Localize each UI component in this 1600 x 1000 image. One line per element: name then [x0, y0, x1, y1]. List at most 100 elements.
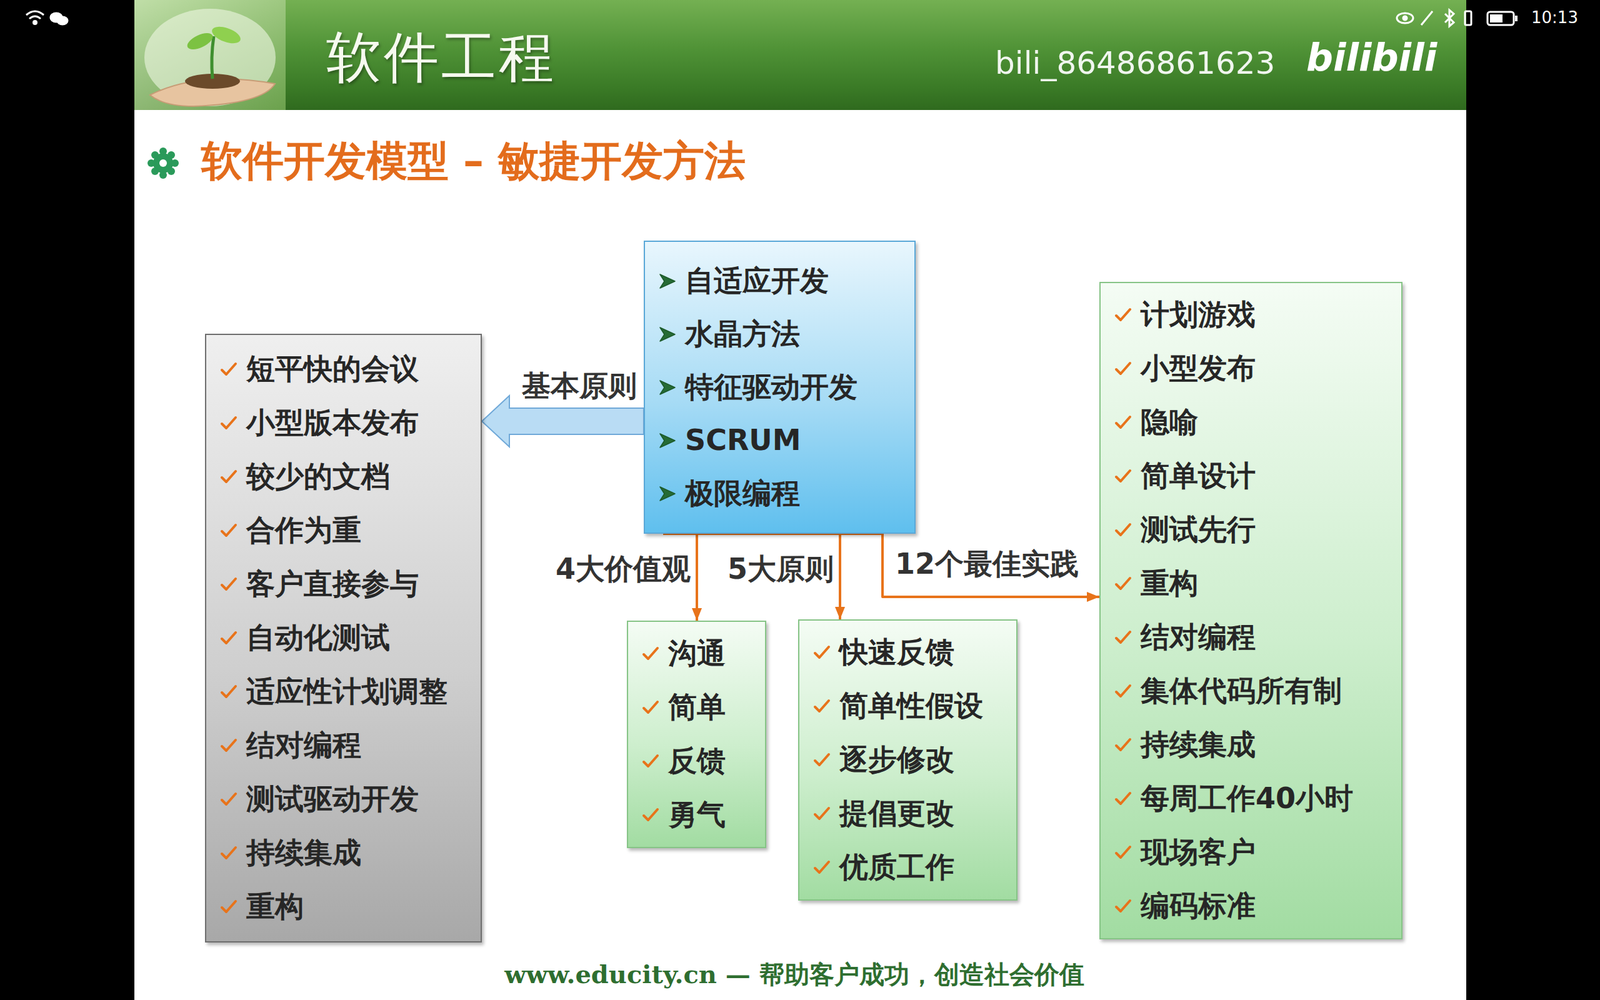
gear-bullet: [147, 147, 179, 179]
arrow-bullet: [658, 273, 677, 290]
check-mark-shape: [221, 632, 236, 644]
check-mark: [220, 522, 238, 539]
bluetooth-icon: [1445, 10, 1454, 27]
check-mark: [1114, 790, 1132, 807]
item-text: 水晶方法: [685, 316, 800, 352]
leaf: [185, 30, 215, 54]
list-item: 隐喻: [1114, 395, 1392, 450]
check-mark: [641, 645, 660, 662]
list-item: 小型版本发布: [220, 396, 471, 450]
vibrate-icon: [1465, 11, 1472, 25]
arrow-bullet-shape: [660, 327, 675, 342]
practice-box: 计划游戏小型发布隐喻简单设计测试先行重构结对编程集体代码所有制持续集成每周工作4…: [1099, 281, 1403, 940]
check-mark: [1114, 575, 1132, 592]
gear-tooth: [147, 159, 155, 167]
plant-photo: [134, 0, 286, 110]
item-text: 快速反馈: [839, 635, 955, 670]
list-item: 持续集成: [220, 826, 471, 880]
item-text: 结对编程: [246, 728, 362, 763]
slide-footer: www.educity.cn — 帮助客户成功，创造社会价值: [504, 959, 1085, 989]
arrow-bullet: [658, 485, 677, 502]
status-clock: 10:13: [1531, 8, 1579, 27]
item-text: 提倡更改: [839, 796, 955, 831]
check-mark-shape: [221, 417, 236, 429]
check-mark-shape: [1116, 739, 1130, 750]
item-text: 短平快的会议: [246, 351, 419, 387]
connector-line: [695, 533, 699, 621]
check-mark: [1114, 844, 1132, 861]
list-item: 每周工作40小时: [1114, 771, 1392, 826]
check-mark-shape: [815, 646, 829, 658]
check-mark-shape: [815, 808, 829, 819]
item-text: 逐步修改: [839, 742, 955, 777]
battery-level: [1490, 14, 1503, 23]
check-mark: [220, 737, 238, 754]
check-mark: [220, 468, 238, 485]
check-mark-shape: [1116, 524, 1130, 535]
check-mark: [220, 630, 238, 647]
list-item: 合作为重: [220, 503, 471, 558]
check-mark: [220, 576, 238, 593]
edge-label-wrap: 4大价值观: [555, 551, 691, 587]
gear-tooth: [159, 147, 167, 155]
item-text: 计划游戏: [1140, 297, 1256, 332]
item-text: 反馈: [668, 743, 726, 779]
check-mark: [813, 859, 831, 876]
check-mark: [813, 644, 831, 661]
item-text: 小型发布: [1140, 351, 1256, 386]
check-mark: [1114, 736, 1132, 754]
check-mark: [1114, 629, 1132, 646]
item-text: 集体代码所有制: [1140, 673, 1342, 709]
connector-line: [663, 533, 1100, 597]
gear-tooth: [151, 167, 159, 175]
check-mark-shape: [643, 701, 658, 713]
edge-label-wrap: 5大原则: [727, 551, 834, 587]
edge-label: 基本原则: [521, 368, 637, 403]
item-text: 优质工作: [839, 850, 955, 885]
principle-box: 快速反馈简单性假设逐步修改提倡更改优质工作: [798, 619, 1018, 901]
photo-ground: [134, 0, 286, 110]
item-text: 重构: [1140, 566, 1199, 601]
check-mark: [220, 791, 238, 808]
check-mark: [813, 698, 831, 715]
check-mark: [1114, 468, 1132, 485]
wifi-icon: [26, 11, 44, 15]
list-item: 重构: [220, 880, 471, 934]
status-icons-left: [26, 11, 68, 25]
gear-tooth: [171, 159, 179, 167]
item-text: 现场客户: [1140, 835, 1256, 870]
check-mark: [1114, 683, 1132, 700]
leaf: [210, 23, 244, 47]
slide-title: 软件工程: [326, 25, 557, 90]
photo-glow: [144, 8, 276, 107]
arrow-bullet-shape: [660, 486, 675, 501]
check-mark-shape: [1116, 578, 1130, 589]
list-item: 快速反馈: [813, 625, 1007, 680]
check-mark: [220, 415, 238, 432]
gear-hole: [159, 159, 167, 167]
check-mark: [813, 805, 831, 822]
item-text: 结对编程: [1140, 620, 1256, 655]
item-text: 勇气: [668, 797, 726, 832]
list-item: 沟通: [641, 626, 755, 681]
stem: [211, 36, 214, 79]
item-text: 沟通: [668, 636, 726, 671]
item-text: 客户直接参与: [246, 566, 419, 602]
value-box: 沟通简单反馈勇气: [626, 620, 767, 849]
item-text: 隐喻: [1140, 405, 1199, 440]
edge-label: 12个最佳实践: [895, 546, 1079, 581]
item-text: 测试驱动开发: [246, 781, 419, 817]
check-mark-shape: [221, 901, 236, 912]
check-mark-shape: [815, 754, 829, 765]
eye-icon: [1403, 16, 1407, 20]
check-mark-shape: [221, 578, 236, 590]
check-mark: [220, 683, 238, 700]
status-clock-wrap: 10:13: [1531, 8, 1579, 28]
check-mark-shape: [643, 648, 658, 659]
check-mark: [813, 751, 831, 769]
connector-line: [838, 533, 842, 620]
check-mark: [641, 753, 660, 770]
item-text: 自动化测试: [246, 620, 390, 655]
check-mark-shape: [1116, 470, 1130, 482]
